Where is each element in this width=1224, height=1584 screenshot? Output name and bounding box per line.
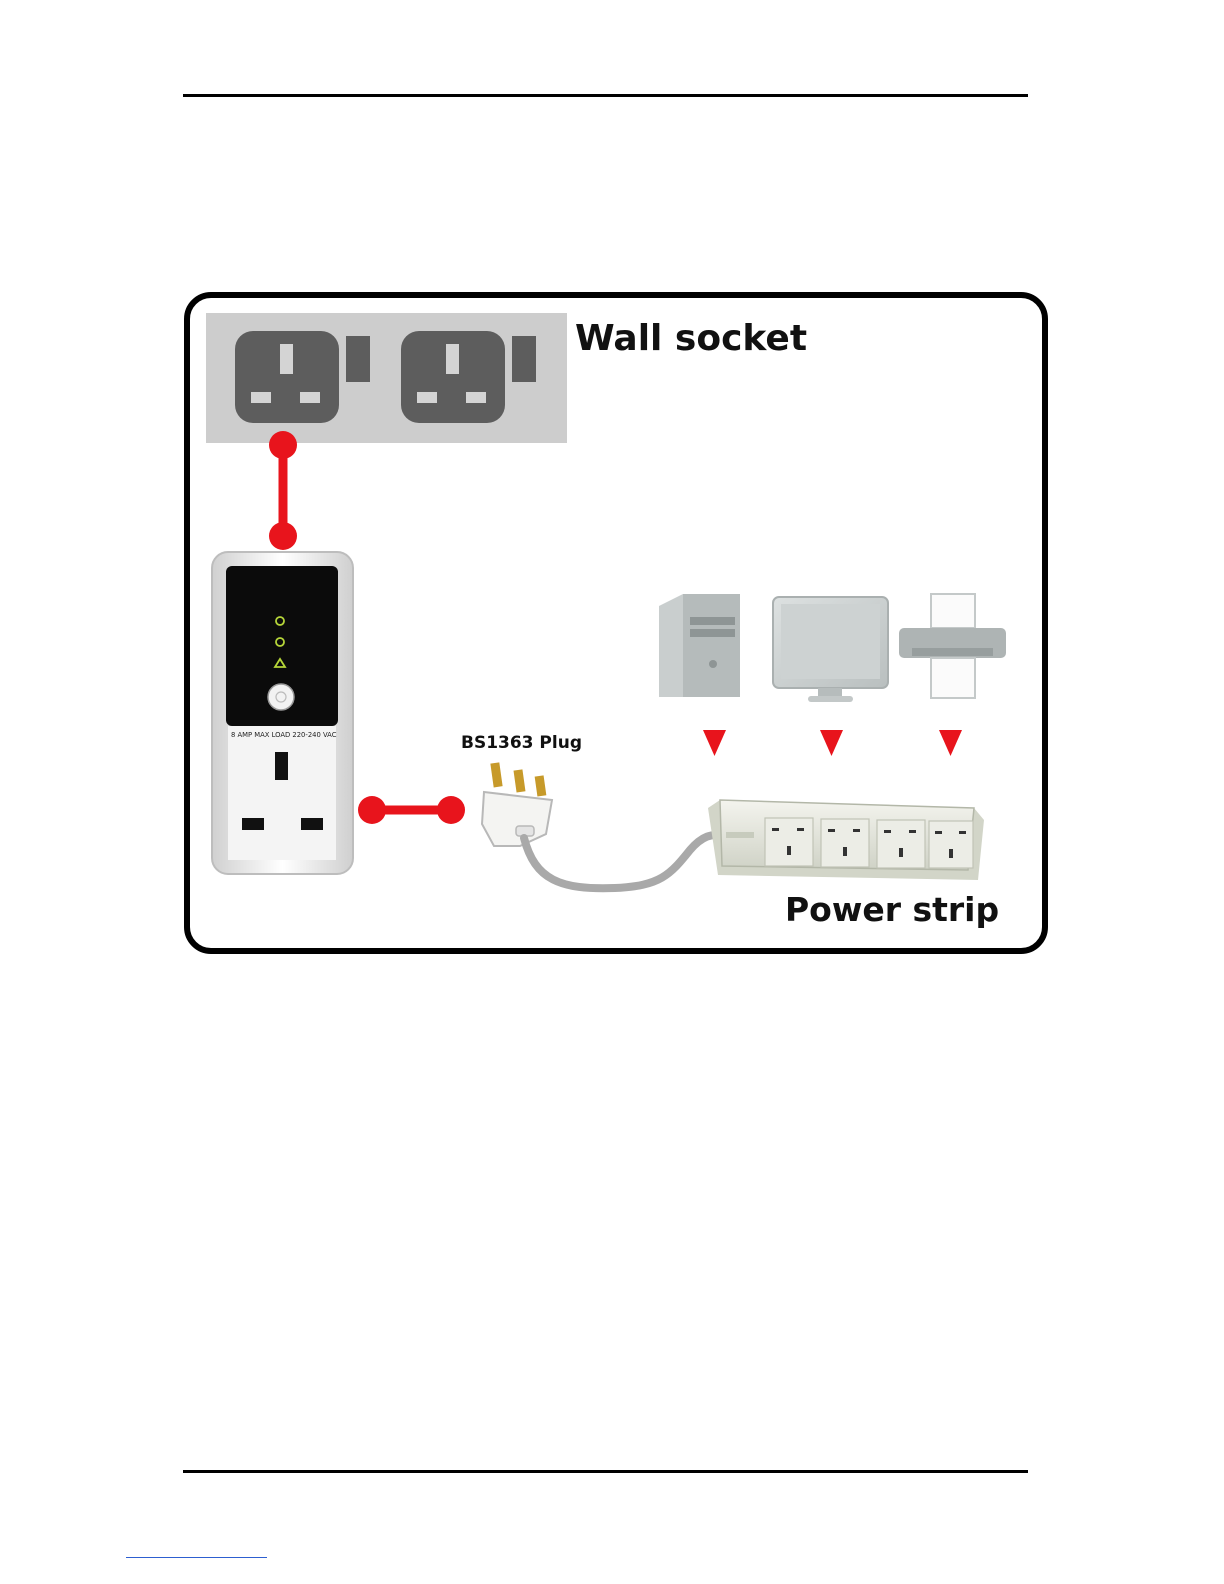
strip-outlet — [765, 818, 813, 866]
power-strip — [708, 800, 984, 880]
desktop-tower-icon — [659, 594, 740, 697]
plug-label: BS1363 Plug — [461, 733, 582, 753]
powerline-adapter: 8 AMP MAX LOAD 220-240 VAC — [212, 552, 353, 874]
adapter-rating-label: 8 AMP MAX LOAD 220-240 VAC — [231, 731, 337, 739]
wall-socket-label: Wall socket — [575, 318, 807, 359]
strip-outlet — [877, 820, 925, 868]
security-button — [268, 684, 294, 710]
strip-outlet — [821, 819, 869, 867]
wall-socket — [206, 313, 567, 443]
monitor-icon — [773, 597, 888, 702]
power-strip-label: Power strip — [785, 890, 999, 929]
strip-outlet — [929, 821, 973, 868]
